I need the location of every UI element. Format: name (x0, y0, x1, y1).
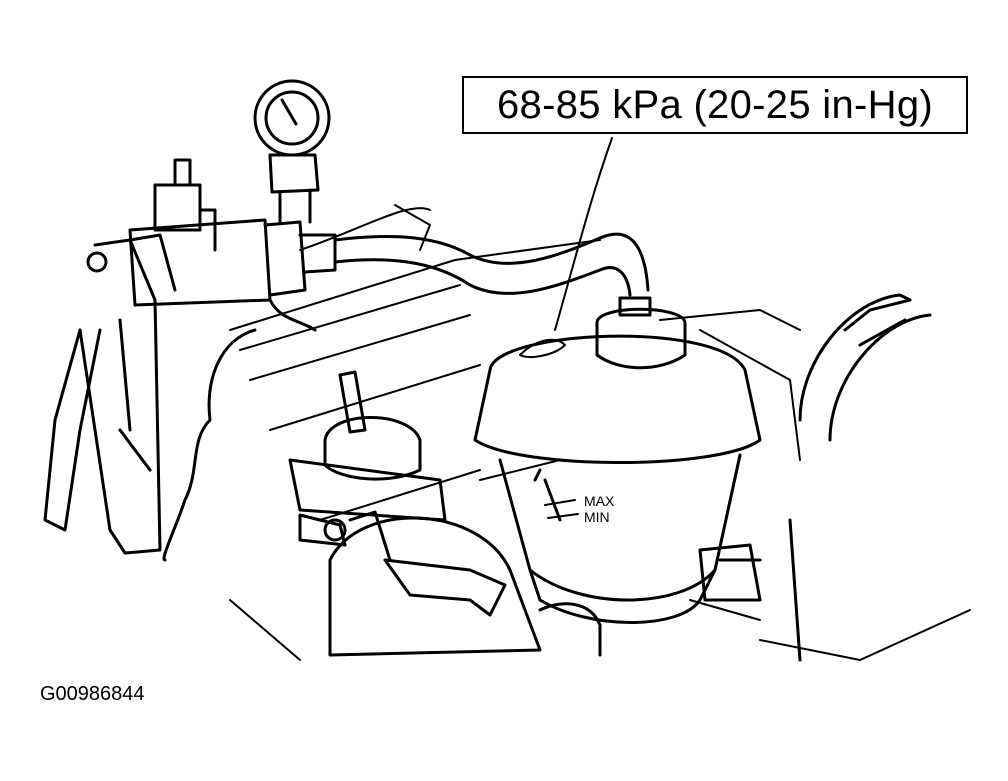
callout-leader (554, 137, 613, 331)
right-hose (698, 293, 932, 662)
level-mark-min: MIN (584, 509, 610, 525)
sensor-assembly (288, 370, 447, 547)
frame-line (759, 609, 971, 661)
vacuum-gauge (253, 79, 331, 224)
background-linework (229, 204, 801, 661)
lower-housing (328, 510, 602, 657)
level-marks (544, 499, 579, 519)
mounting-bracket (43, 233, 177, 555)
vacuum-hose (333, 232, 650, 297)
vacuum-spec-callout: 68-85 kPa (20-25 in-Hg) (462, 76, 968, 134)
figure-id: G00986844 (40, 683, 145, 705)
level-mark-max: MAX (584, 493, 615, 509)
tee-fitting (128, 158, 337, 562)
vacuum-actuator (473, 296, 762, 624)
